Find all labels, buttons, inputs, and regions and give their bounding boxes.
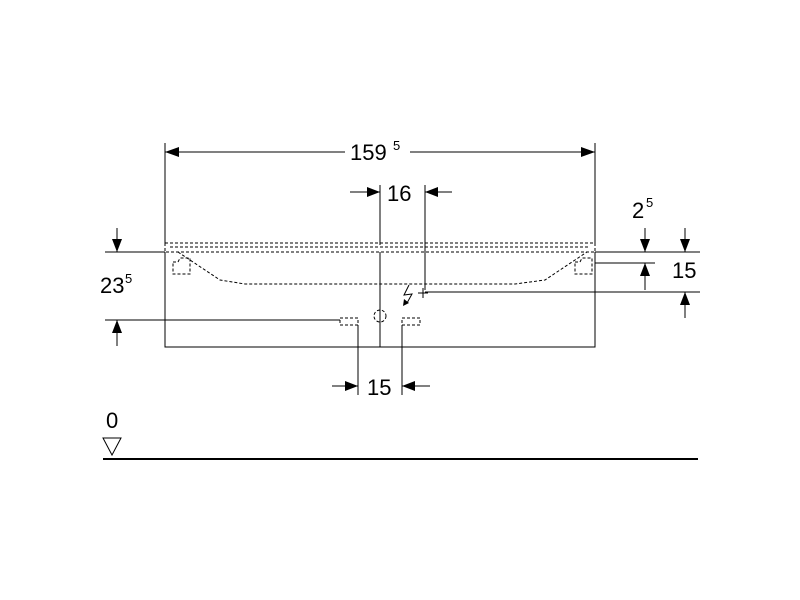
supply-outlet-left — [339, 317, 359, 326]
level-triangle-icon — [102, 437, 122, 457]
electric-height-label: 15 — [672, 258, 696, 283]
supply-outlet-right — [401, 317, 421, 326]
top-thickness-label: 2 — [632, 198, 644, 223]
dimension-electric-height: 15 — [425, 258, 700, 318]
cabinet-height-superscript: 5 — [125, 271, 132, 286]
left-bracket — [172, 257, 191, 275]
dimension-drain-offset: 16 — [350, 181, 452, 290]
drain-offset-label: 16 — [387, 181, 411, 206]
dimension-cabinet-height: 23 5 — [100, 228, 340, 346]
right-bracket — [574, 257, 593, 275]
dimension-total-width: 159 5 — [164, 138, 596, 243]
waste-outlet-circle — [373, 309, 387, 323]
top-thickness-superscript: 5 — [646, 195, 653, 210]
cabinet-height-label: 23 — [100, 273, 124, 298]
countertop — [164, 242, 596, 253]
total-width-label: 159 — [350, 140, 387, 165]
total-width-superscript: 5 — [393, 138, 400, 153]
electric-connection-icon — [403, 284, 428, 306]
vanity-cabinet — [164, 251, 596, 348]
floor-level: 0 — [102, 408, 698, 460]
outlet-spacing-label: 15 — [367, 375, 391, 400]
dimension-outlet-spacing: 15 — [332, 325, 430, 400]
basin-profile — [177, 251, 588, 285]
floor-level-label: 0 — [106, 408, 118, 433]
dimension-top-thickness: 2 5 — [595, 195, 700, 253]
